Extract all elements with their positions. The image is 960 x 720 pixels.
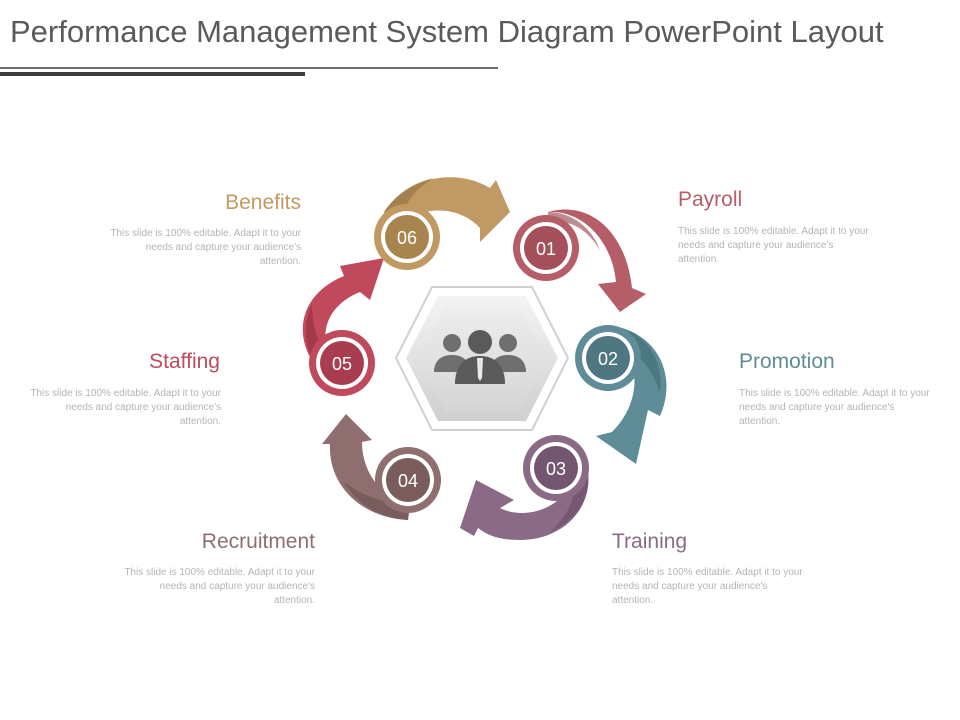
step-circle-06: 06 [374, 204, 440, 270]
label-recruitment: Recruitment [201, 530, 315, 553]
title-underline-thin [0, 67, 498, 69]
slide-title: Performance Management System Diagram Po… [10, 14, 884, 49]
step-circle-03: 03 [523, 435, 589, 501]
label-promotion: Promotion [739, 350, 835, 373]
desc-promotion: This slide is 100% editable. Adapt it to… [739, 388, 930, 427]
step-number-03: 03 [546, 459, 566, 479]
step-number-02: 02 [598, 349, 618, 369]
title-underline-thick [0, 72, 305, 76]
label-benefits: Benefits [225, 191, 301, 214]
step-number-05: 05 [332, 354, 352, 374]
step-number-04: 04 [398, 471, 418, 491]
step-number-01: 01 [536, 239, 556, 259]
label-staffing: Staffing [149, 350, 220, 373]
desc-recruitment: This slide is 100% editable. Adapt it to… [124, 567, 315, 606]
step-number-06: 06 [397, 228, 417, 248]
step-circle-04: 04 [375, 447, 441, 513]
label-payroll: Payroll [678, 188, 743, 211]
step-circle-05: 05 [309, 330, 375, 396]
team-people-icon [434, 330, 526, 384]
desc-benefits: This slide is 100% editable. Adapt it to… [110, 228, 301, 267]
desc-staffing: This slide is 100% editable. Adapt it to… [30, 388, 221, 427]
step-circle-02: 02 [575, 325, 641, 391]
step-circle-01: 01 [513, 215, 579, 281]
label-training: Training [612, 530, 688, 553]
desc-payroll: This slide is 100% editable. Adapt it to… [678, 226, 869, 265]
arrow-recruitment [322, 414, 410, 520]
desc-training: This slide is 100% editable. Adapt it to… [612, 567, 803, 606]
